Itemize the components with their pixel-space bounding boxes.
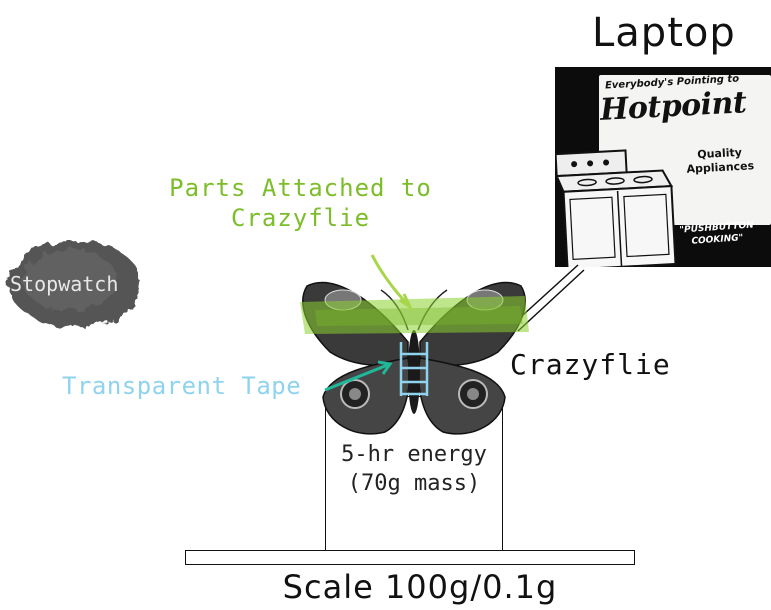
stove-illustration bbox=[555, 149, 677, 267]
parts-attached-label: Parts Attached to Crazyflie bbox=[169, 174, 432, 232]
energy-line-2: (70g mass) bbox=[347, 471, 481, 496]
stopwatch-label: Stopwatch bbox=[10, 272, 119, 296]
transparent-tape-label: Transparent Tape bbox=[62, 372, 302, 400]
energy-bottle-label: 5-hr energy (70g mass) bbox=[325, 440, 503, 498]
stopwatch-blob bbox=[9, 240, 141, 328]
crazyflie-butterfly bbox=[300, 281, 529, 435]
crazyflie-label: Crazyflie bbox=[510, 348, 671, 381]
laptop-title: Laptop bbox=[592, 10, 736, 56]
scale-label: Scale 100g/0.1g bbox=[282, 568, 558, 606]
tape-arrow bbox=[324, 362, 391, 392]
parts-arrow bbox=[370, 254, 412, 309]
laptop-image: Everybody's Pointing to Hotpoint Quality… bbox=[555, 67, 771, 267]
energy-line-1: 5-hr energy bbox=[341, 442, 487, 467]
laptop-cable-line-2 bbox=[517, 269, 585, 332]
scale-plate bbox=[185, 550, 635, 565]
